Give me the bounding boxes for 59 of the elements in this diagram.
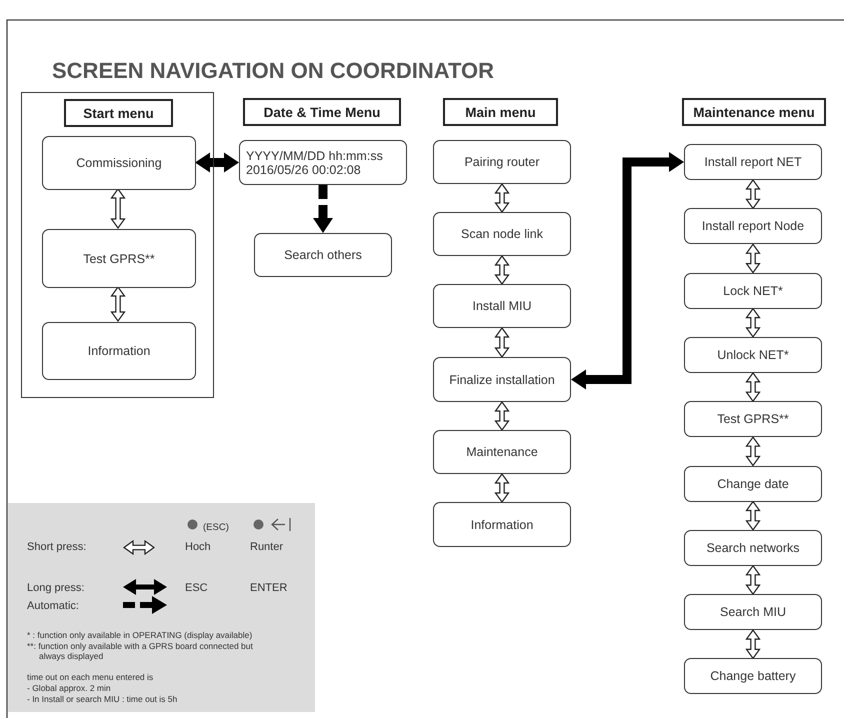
double-arrow <box>745 436 761 467</box>
legend-text: (ESC) <box>203 522 229 533</box>
diagram-title: SCREEN NAVIGATION ON COORDINATOR <box>52 58 494 84</box>
menu-item-box: Unlock NET* <box>684 336 822 373</box>
menu-item-box: Information <box>433 502 571 547</box>
double-arrow <box>745 243 761 274</box>
legend-text: * : function only available in OPERATING (display available) <box>27 630 252 640</box>
menu-item-box: Maintenance <box>433 430 571 474</box>
menu-item-box: Test GPRS** <box>684 401 822 438</box>
double-arrow <box>494 472 510 504</box>
solid-arrow <box>571 152 684 390</box>
double-arrow <box>745 308 761 338</box>
double-arrow <box>110 188 126 230</box>
menu-heading: Start menu <box>64 99 173 127</box>
menu-item-box: Commissioning <box>42 136 196 190</box>
menu-item-box <box>239 140 407 185</box>
menu-item-box: Test GPRS** <box>42 229 196 288</box>
menu-item-box: Scan node link <box>433 212 571 256</box>
double-arrow <box>745 500 761 531</box>
legend-text: - In Install or search MIU : time out is 5h <box>27 694 178 704</box>
menu-item-box: Install report NET <box>684 144 822 180</box>
menu-item-box: Install report Node <box>684 208 822 244</box>
legend-text: - Global approx. 2 min <box>27 683 111 693</box>
menu-item-box: Change battery <box>684 658 822 694</box>
legend-text: Automatic: <box>27 600 79 612</box>
legend-text: Runter <box>250 541 284 553</box>
legend-text: ESC <box>185 582 208 594</box>
dashed-arrow <box>313 185 333 233</box>
legend-text: Long press: <box>27 582 84 594</box>
double-arrow <box>745 564 761 596</box>
menu-panel <box>21 92 214 398</box>
menu-item-box: Change date <box>684 466 822 502</box>
menu-item-box: Finalize installation <box>433 357 571 402</box>
double-arrow <box>110 286 126 322</box>
solid-arrow <box>195 152 239 172</box>
legend-text: Hoch <box>185 541 211 553</box>
double-arrow <box>494 182 510 214</box>
double-arrow <box>494 326 510 358</box>
display-text: 2016/05/26 00:02:08 <box>246 162 361 176</box>
menu-item-box: Install MIU <box>433 284 571 328</box>
menu-heading: Maintenance menu <box>682 98 826 126</box>
double-arrow <box>745 372 761 402</box>
double-arrow <box>745 629 761 660</box>
double-arrow <box>494 400 510 432</box>
menu-item-box: Search others <box>254 233 392 277</box>
menu-item-box: Pairing router <box>433 140 571 184</box>
legend-text: time out on each menu entered is <box>27 672 154 682</box>
menu-item-box: Lock NET* <box>684 272 822 309</box>
menu-heading: Main menu <box>443 98 558 126</box>
legend-text: Short press: <box>27 541 86 553</box>
menu-item-box: Information <box>42 322 196 380</box>
legend-text: ENTER <box>250 582 288 594</box>
legend-text: **: function only available with a GPRS board connected but always displayed <box>27 641 254 661</box>
double-arrow <box>745 178 761 210</box>
menu-item-box: Search networks <box>684 530 822 566</box>
menu-heading: Date & Time Menu <box>243 98 401 126</box>
display-text: YYYY/MM/DD hh:mm:ss <box>246 148 383 162</box>
menu-item-box: Search MIU <box>684 594 822 630</box>
double-arrow <box>494 254 510 286</box>
